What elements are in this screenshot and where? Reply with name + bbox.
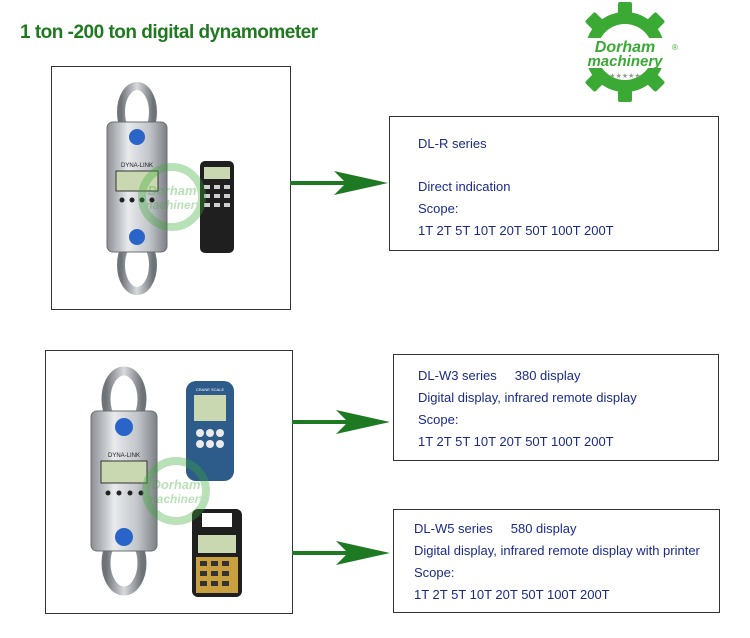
watermark: Dorham machinery xyxy=(142,457,210,525)
arrow-right-icon xyxy=(292,541,390,565)
product-info-dl-r: DL-R series Direct indication Scope: 1T … xyxy=(389,116,719,251)
scope-values: 1T 2T 5T 10T 20T 50T 100T 200T xyxy=(414,587,610,602)
dorham-logo: Dorham machinery ® ★★★★★ xyxy=(558,2,692,104)
product-info-dl-w3: DL-W3 series 380 display Digital display,… xyxy=(393,354,719,461)
svg-text:CRANE SCALE: CRANE SCALE xyxy=(196,387,225,392)
svg-text:Dorham: Dorham xyxy=(147,183,197,198)
series-name: DL-R series xyxy=(418,136,487,151)
scope-label: Scope: xyxy=(418,412,459,427)
scope-values: 1T 2T 5T 10T 20T 50T 100T 200T xyxy=(418,223,614,238)
logo-text-line2: machinery xyxy=(587,53,663,70)
svg-text:Dorham: Dorham xyxy=(151,477,201,492)
logo-stars: ★★★★★ xyxy=(609,72,640,80)
series-name: DL-W5 series xyxy=(414,521,493,536)
handheld-remote-icon: CRANE SCALE xyxy=(186,381,234,481)
logo-registered-mark: ® xyxy=(672,43,678,52)
product-info-dl-w5: DL-W5 series 580 display Digital display,… xyxy=(393,509,720,613)
page-title: 1 ton -200 ton digital dynamometer xyxy=(20,22,318,43)
lcd-display xyxy=(115,170,159,192)
feature-text: Digital display, infrared remote display… xyxy=(414,543,700,558)
device-brand-label: DYNA-LINK xyxy=(108,453,140,459)
scope-label: Scope: xyxy=(414,565,455,580)
scope-values: 1T 2T 5T 10T 20T 50T 100T 200T xyxy=(418,434,614,449)
watermark: Dorham machinery xyxy=(138,163,206,231)
device-brand-label: DYNA-LINK xyxy=(121,163,153,169)
svg-text:machinery: machinery xyxy=(146,492,207,506)
display-model: 380 display xyxy=(514,368,581,383)
logo-text-line1: Dorham xyxy=(595,39,655,56)
scope-label: Scope: xyxy=(418,201,459,216)
display-model: 580 display xyxy=(510,521,577,536)
series-name: DL-W3 series xyxy=(418,368,497,383)
arrow-right-icon xyxy=(290,171,388,195)
svg-text:machinery: machinery xyxy=(142,198,203,212)
feature-text: Digital display, infrared remote display xyxy=(418,390,637,405)
arrow-right-icon xyxy=(292,410,390,434)
lcd-display xyxy=(100,460,148,484)
printer-icon xyxy=(192,509,242,597)
feature-text: Direct indication xyxy=(418,179,511,194)
product-photo-dl-w: DYNA-LINK CRANE SCALE Dorham xyxy=(45,350,293,614)
remote-control-icon xyxy=(200,161,234,253)
product-photo-dl-r: DYNA-LINK Dorham machinery xyxy=(51,66,291,310)
